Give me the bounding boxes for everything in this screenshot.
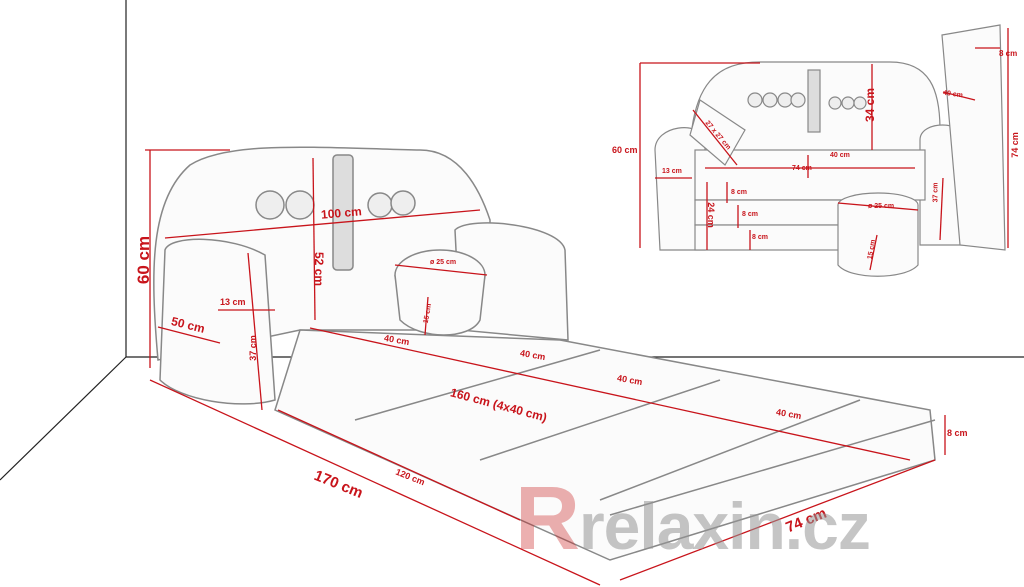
mattress-thickness-label: 8 cm [947,428,968,438]
inset-height-label: 60 cm [612,145,638,155]
inset-armrest-height-label: 37 cm [932,182,940,203]
inset-layer-3-label: 8 cm [752,234,768,241]
inset-armrest-width-label: 13 cm [662,168,682,175]
backrest-height-label: 52 cm [312,251,327,287]
inset-sofa-sketch [654,24,1006,277]
inset-layer-2-label: 8 cm [742,211,758,218]
armrest-width-label: 13 cm [220,297,246,307]
armrest-height-label: 37 cm [247,335,258,361]
inset-seat-height-label: 24 cm [705,202,716,228]
inset-mattress-length-label: 74 cm [1009,132,1020,158]
brand-watermark: Rrelaxin.cz [515,468,871,571]
inset-seat-width-label: 74 cm [792,165,812,172]
brand-logo-icon: R [515,469,580,569]
inset-layer-1-label: 8 cm [731,189,747,196]
inset-mattress-thickness-label: 8 cm [999,49,1018,58]
height-label: 60 cm [134,235,154,285]
brand-name: relaxin.cz [579,489,871,563]
dimension-lines [145,28,1009,586]
inset-seat-depth-label: 40 cm [830,152,850,159]
inset-backrest-height-label: 34 cm [863,87,878,123]
sofa-bed-sketch [153,146,936,561]
pouf-diameter-label: ø 25 cm [430,259,457,266]
inset-pouf-diameter-label: ø 25 cm [868,203,895,210]
